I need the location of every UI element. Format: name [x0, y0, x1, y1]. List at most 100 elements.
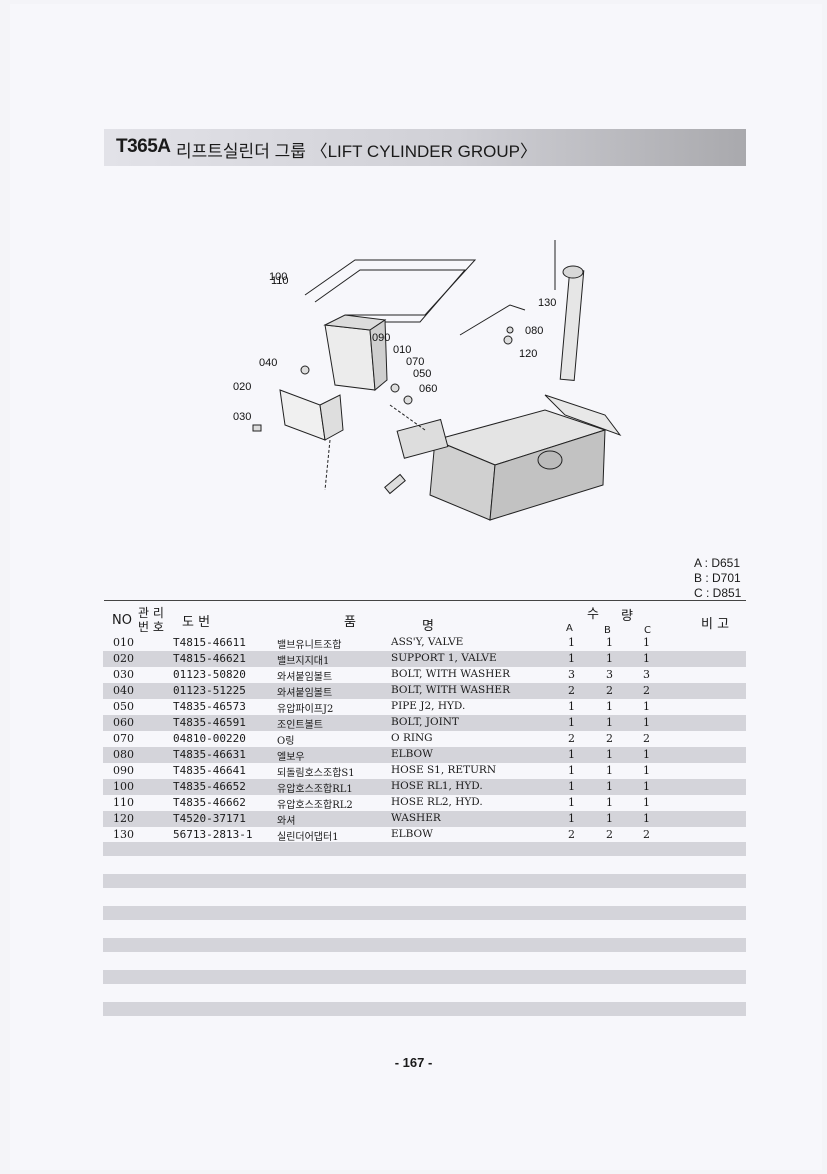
valve-block-side [369, 319, 388, 391]
callout-080: 080 [525, 325, 543, 337]
empty-row-band [103, 970, 746, 984]
fitting [503, 335, 513, 345]
english-name-cell: ELBOW [391, 748, 433, 760]
qty-b-cell: 1 [606, 796, 613, 809]
part-no-cell: 010 [113, 636, 134, 649]
header-drawing: 도 번 [182, 615, 211, 630]
korean-name-cell: 엘보우 [277, 752, 305, 763]
qty-a-cell: 1 [568, 780, 575, 793]
drawing-number-cell: 01123-51225 [173, 684, 246, 697]
lift-hub [537, 450, 563, 470]
hose-line [304, 259, 477, 316]
drawing-number-cell: T4835-46662 [173, 796, 246, 809]
hose-line [459, 304, 526, 336]
qty-c-cell: 1 [643, 780, 650, 793]
hydraulic-housing-side [489, 429, 606, 521]
title-bar: T365A 리프트실린더 그룹 〈LIFT CYLINDER GROUP〉 [104, 129, 746, 166]
english-name-cell: O RING [391, 732, 433, 744]
qty-b-cell: 3 [606, 668, 613, 681]
drawing-number-cell: T4835-46641 [173, 764, 246, 777]
model-b: B : D701 [694, 571, 741, 585]
fitting [300, 365, 310, 375]
model-c: C : D851 [694, 586, 742, 600]
qty-a-cell: 1 [568, 748, 575, 761]
part-no-cell: 120 [113, 812, 134, 825]
qty-b-cell: 1 [606, 716, 613, 729]
callout-010: 010 [393, 344, 411, 356]
hose-line [314, 269, 467, 323]
group-code: T365A [116, 136, 171, 157]
qty-a-cell: 1 [568, 796, 575, 809]
korean-name-cell: 밸브유니트조합 [277, 640, 342, 651]
header-mgmt-line1: 관 리 [138, 606, 164, 620]
qty-a-cell: 2 [568, 828, 575, 841]
qty-a-cell: 1 [568, 716, 575, 729]
korean-name-cell: 밸브지지대1 [277, 656, 330, 667]
qty-c-cell: 2 [643, 732, 650, 745]
header-mgmt-line2: 번 호 [138, 620, 164, 634]
qty-c-cell: 2 [643, 684, 650, 697]
part-no-cell: 060 [113, 716, 134, 729]
callout-130: 130 [538, 297, 556, 309]
qty-b-cell: 1 [606, 764, 613, 777]
drawing-number-cell: T4520-37171 [173, 812, 246, 825]
parts-table-header: NO 관 리 번 호 도 번 품 명 수 량 A B C 비 고 [104, 600, 746, 637]
drawing-number-cell: 56713-2813-1 [173, 828, 253, 841]
english-name-cell: HOSE S1, RETURN [391, 764, 497, 776]
qty-b-cell: 1 [606, 780, 613, 793]
qty-c-cell: 1 [643, 652, 650, 665]
korean-name-cell: 유압호스조합RL1 [277, 784, 353, 795]
qty-b-cell: 2 [606, 828, 613, 841]
part-no-cell: 040 [113, 684, 134, 697]
table-row: 090 T4835-46641 되돌림호스조합S1 HOSE S1, RETURN 1 1… [103, 763, 746, 779]
callout-030: 030 [233, 411, 251, 423]
qty-b-cell: 1 [606, 812, 613, 825]
qty-c-cell: 1 [643, 764, 650, 777]
callout-050: 050 [413, 368, 431, 380]
korean-name-cell: 와셔붙임볼트 [277, 672, 333, 683]
header-col-a: A [566, 623, 573, 634]
callout-100: 100 [269, 271, 287, 283]
part-no-cell: 080 [113, 748, 134, 761]
pipe-fitting [384, 473, 406, 495]
qty-b-cell: 1 [606, 700, 613, 713]
english-name-cell: BOLT, JOINT [391, 716, 459, 728]
callout-110: 110 [271, 275, 289, 287]
part-no-cell: 130 [113, 828, 134, 841]
header-qty-1: 수 [587, 607, 599, 622]
qty-b-cell: 2 [606, 684, 613, 697]
qty-c-cell: 1 [643, 748, 650, 761]
qty-c-cell: 1 [643, 716, 650, 729]
qty-a-cell: 2 [568, 684, 575, 697]
qty-c-cell: 1 [643, 636, 650, 649]
english-name-cell: WASHER [391, 812, 441, 824]
fitting [506, 326, 514, 334]
qty-a-cell: 1 [568, 636, 575, 649]
callout-labels: 100 110 130 090 010 070 050 060 080 120 … [233, 271, 556, 423]
korean-name-cell: 실린더어댑터1 [277, 832, 339, 843]
bracket [279, 389, 326, 441]
english-name-cell: SUPPORT 1, VALVE [391, 652, 497, 664]
korean-name-cell: 되돌림호스조합S1 [277, 768, 355, 779]
fitting [403, 395, 413, 405]
model-legend: A : D651 B : D701 C : D851 [694, 556, 741, 601]
drawing-number-cell: T4835-46652 [173, 780, 246, 793]
english-name-cell: BOLT, WITH WASHER [391, 684, 510, 696]
korean-name-cell: O링 [277, 736, 295, 747]
drawing-number-cell: T4815-46611 [173, 636, 246, 649]
part-no-cell: 090 [113, 764, 134, 777]
qty-a-cell: 2 [568, 732, 575, 745]
header-col-c: C [644, 625, 651, 636]
callout-060: 060 [419, 383, 437, 395]
lift-arm [544, 394, 622, 437]
drawing-number-cell: T4835-46591 [173, 716, 246, 729]
lift-cylinder [559, 269, 585, 381]
exploded-parts-diagram: 100 110 130 090 010 070 050 060 080 120 … [233, 240, 622, 521]
qty-a-cell: 1 [568, 700, 575, 713]
